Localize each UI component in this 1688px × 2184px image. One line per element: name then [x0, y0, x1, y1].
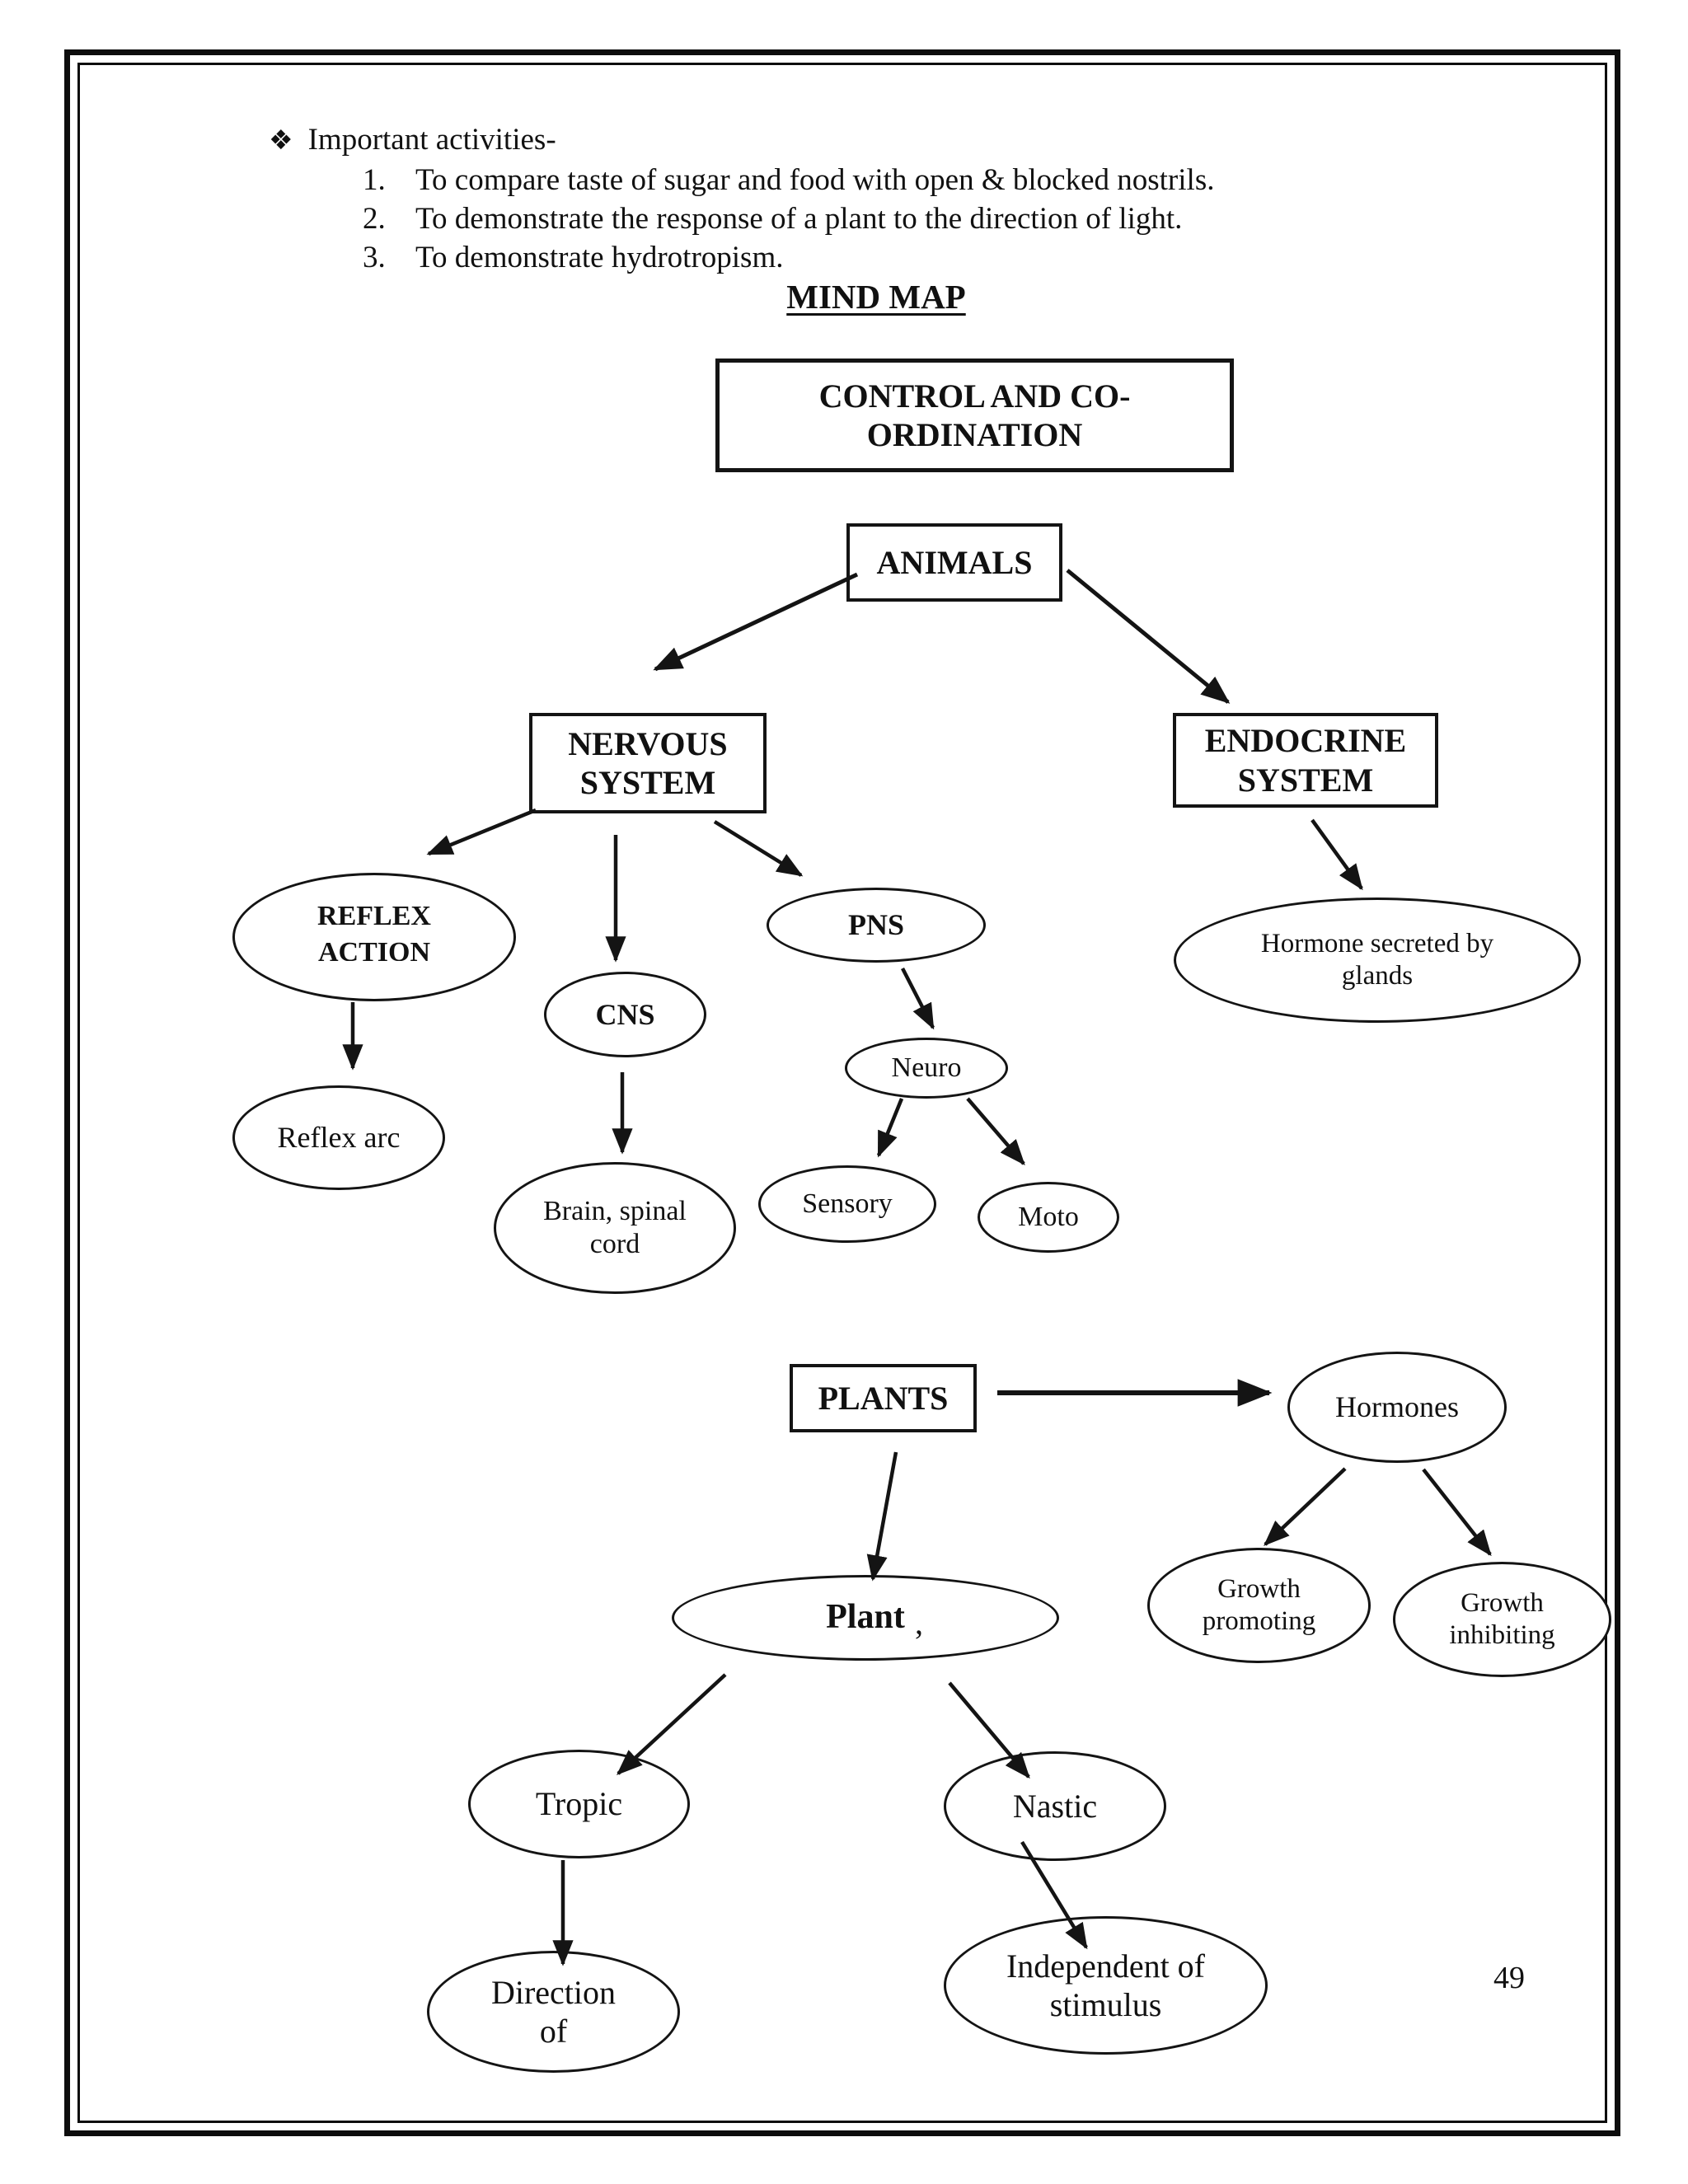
- plant-stray-mark: ’: [913, 1623, 925, 1660]
- node-control-and-coordination: CONTROL AND CO-ORDINATION: [715, 359, 1234, 472]
- node-endocrine-system: ENDOCRINE SYSTEM: [1173, 713, 1438, 808]
- activity-item-2: 2. To demonstrate the response of a plant…: [363, 201, 1182, 237]
- node-nervous-system: NERVOUS SYSTEM: [529, 713, 767, 813]
- activities-title: Important activities-: [307, 123, 556, 157]
- node-pns: PNS: [767, 888, 986, 963]
- diamond-bullet-icon: ❖: [269, 124, 293, 156]
- node-direction-of: Direction of: [427, 1951, 680, 2073]
- node-motor: Moto: [978, 1182, 1119, 1253]
- activity-item-1: 1. To compare taste of sugar and food wit…: [363, 162, 1214, 198]
- node-reflex-arc: Reflex arc: [232, 1085, 445, 1190]
- activity-item-3: 3. To demonstrate hydrotropism.: [363, 240, 783, 275]
- item-number: 1.: [363, 163, 386, 197]
- item-text: To compare taste of sugar and food with …: [415, 163, 1215, 197]
- item-text: To demonstrate the response of a plant t…: [415, 202, 1183, 236]
- item-number: 2.: [363, 202, 386, 236]
- node-plant: Plant: [672, 1575, 1059, 1661]
- node-plants: PLANTS: [790, 1364, 977, 1432]
- mindmap-title: MIND MAP: [786, 278, 966, 316]
- node-tropic: Tropic: [468, 1750, 690, 1858]
- item-number: 3.: [363, 241, 386, 274]
- node-sensory: Sensory: [758, 1165, 936, 1243]
- reflex-action-label: REFLEX ACTION: [317, 901, 431, 961]
- item-text: To demonstrate hydrotropism.: [415, 241, 784, 274]
- node-brain-spinal-cord: Brain, spinal cord: [494, 1162, 736, 1294]
- activities-heading: ❖ Important activities-: [269, 122, 556, 157]
- node-cns: CNS: [544, 972, 706, 1057]
- node-neuron: Neuro: [845, 1038, 1008, 1099]
- node-hormones: Hormones: [1287, 1352, 1507, 1463]
- node-reflex-action: REFLEX ACTION: [232, 873, 516, 1001]
- node-animals: ANIMALS: [846, 523, 1062, 602]
- page-border: [64, 49, 1620, 2136]
- node-growth-inhibiting: Growth inhibiting: [1393, 1562, 1611, 1677]
- node-hormone-secreted-by-glands: Hormone secreted by glands: [1174, 898, 1581, 1023]
- page-number: 49: [1493, 1961, 1525, 1995]
- node-growth-promoting: Growth promoting: [1147, 1548, 1371, 1663]
- page-border-inner: [77, 63, 1607, 2123]
- node-nastic: Nastic: [944, 1751, 1166, 1861]
- node-independent-of-stimulus: Independent of stimulus: [944, 1916, 1268, 2055]
